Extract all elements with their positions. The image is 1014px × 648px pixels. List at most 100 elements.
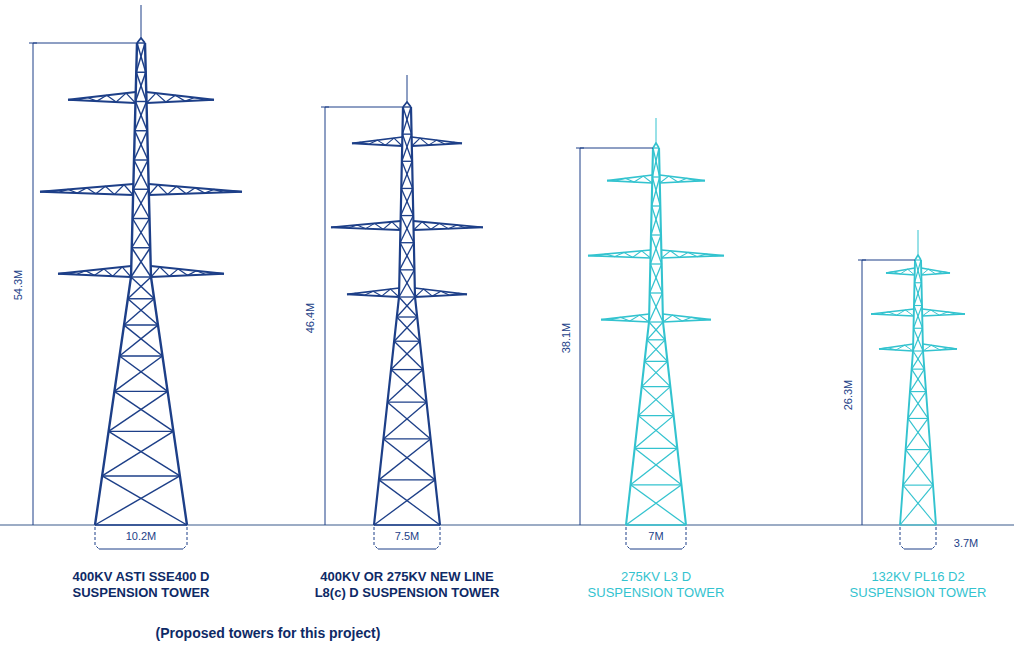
dimension-line	[325, 107, 326, 525]
lattice-member	[387, 402, 430, 439]
lattice-member	[137, 38, 145, 43]
lattice-member	[886, 269, 915, 275]
lattice-member	[131, 277, 154, 299]
lattice-member	[649, 293, 662, 322]
lattice-member	[913, 328, 923, 351]
lattice-member	[663, 315, 711, 322]
lattice-member	[403, 102, 411, 107]
lattice-member	[915, 255, 921, 260]
lattice-member	[95, 476, 180, 525]
lattice-member	[136, 72, 146, 101]
lattice-member	[133, 218, 150, 219]
lattice-member	[652, 205, 661, 206]
dimension-line	[626, 527, 630, 549]
base-dimension	[374, 527, 440, 549]
base-dimension	[626, 527, 686, 549]
lattice-member	[352, 138, 402, 146]
lattice-member	[653, 148, 660, 177]
lattice-member	[660, 176, 705, 183]
lattice-member	[651, 235, 662, 264]
lattice-member	[922, 310, 965, 316]
lattice-member	[415, 294, 467, 297]
lattice-member	[134, 131, 147, 160]
dimension-line	[33, 43, 34, 525]
lattice-member	[114, 391, 167, 392]
lattice-member	[399, 270, 414, 297]
lattice-member	[137, 43, 146, 72]
lattice-member	[374, 480, 435, 525]
lattice-member	[136, 72, 146, 101]
lattice-member	[149, 185, 242, 195]
lattice-member	[652, 177, 660, 206]
lattice-member	[400, 242, 414, 243]
lattice-member	[401, 188, 412, 189]
lattice-member	[136, 101, 147, 102]
lattice-member	[133, 160, 148, 189]
lattice-member	[403, 107, 412, 134]
base-dimension	[900, 527, 936, 549]
lattice-member	[906, 418, 928, 449]
width-dimension-label: 7M	[646, 530, 665, 544]
lattice-member	[133, 189, 149, 218]
lattice-member	[642, 387, 674, 416]
lattice-member	[913, 350, 923, 351]
lattice-member	[347, 294, 399, 297]
lattice-member	[656, 118, 657, 143]
lattice-member	[391, 370, 426, 403]
lattice-member	[134, 160, 149, 189]
lattice-member	[400, 243, 414, 270]
lattice-member	[68, 93, 135, 103]
lattice-member	[652, 148, 659, 177]
lattice-member	[631, 448, 678, 484]
lattice-member	[879, 345, 913, 351]
lattice-member	[402, 134, 412, 161]
lattice-member	[383, 438, 430, 439]
lattice-member	[411, 107, 440, 525]
lattice-member	[647, 339, 665, 340]
lattice-member	[383, 402, 426, 439]
lattice-member	[607, 176, 652, 183]
lattice-member	[635, 448, 682, 484]
lattice-member	[379, 480, 440, 525]
lattice-member	[647, 322, 663, 340]
lattice-member	[912, 351, 923, 369]
lattice-member	[650, 263, 661, 264]
lattice-member	[402, 161, 412, 162]
lattice-member	[132, 248, 151, 277]
lattice-member	[399, 296, 415, 297]
suspension-tower	[871, 230, 965, 525]
lattice-member	[910, 392, 928, 419]
dimension-line	[374, 527, 378, 549]
lattice-member	[132, 247, 151, 248]
lattice-member	[401, 215, 414, 216]
lattice-member	[397, 297, 415, 317]
tower-caption: 275KV L3 D SUSPENSION TOWER	[581, 569, 731, 602]
lattice-member	[908, 418, 930, 449]
lattice-member	[114, 391, 173, 431]
lattice-member	[391, 369, 423, 370]
lattice-member	[923, 345, 957, 351]
dimension-tick	[321, 107, 329, 108]
lattice-member	[136, 102, 148, 131]
lattice-member	[914, 306, 923, 329]
lattice-member	[401, 161, 412, 188]
lattice-member	[645, 361, 671, 386]
lattice-member	[649, 321, 663, 322]
lattice-member	[912, 369, 926, 391]
lattice-member	[914, 328, 924, 351]
dimension-leader	[862, 260, 915, 261]
dimension-line	[682, 527, 686, 549]
dimension-line	[932, 527, 936, 549]
lattice-member	[638, 387, 670, 416]
lattice-member	[400, 269, 415, 270]
height-dimension	[576, 148, 653, 525]
lattice-member	[132, 219, 150, 248]
width-dimension-label: 7.5M	[393, 530, 421, 544]
lattice-member	[402, 133, 411, 134]
lattice-member	[135, 102, 147, 131]
lattice-member	[120, 325, 158, 356]
lattice-member	[638, 415, 673, 416]
lattice-member	[651, 234, 661, 235]
lattice-member	[626, 148, 653, 525]
lattice-member	[915, 283, 923, 306]
